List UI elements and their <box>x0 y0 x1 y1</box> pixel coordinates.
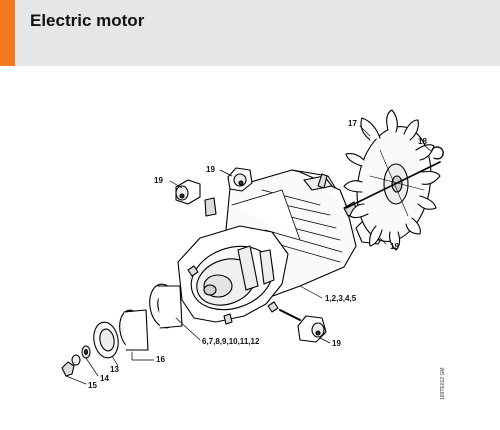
nut <box>61 361 75 377</box>
damper-top <box>227 167 253 192</box>
callout-19-top: 19 <box>206 165 215 174</box>
header-bar: Electric motor <box>0 0 500 66</box>
callout-19-bottom: 19 <box>332 339 341 348</box>
brand-accent-bar <box>0 0 15 66</box>
callout-1-5: 1,2,3,4,5 <box>325 294 357 303</box>
exploded-parts-diagram <box>61 109 444 385</box>
damper-bottom <box>297 315 327 343</box>
callout-6-12: 6,7,8,9,10,11,12 <box>202 337 260 346</box>
drawing-code: 169TE012 GM <box>440 367 446 400</box>
shaft-nut <box>71 354 81 366</box>
callout-18: 18 <box>418 137 427 146</box>
cooling-fan <box>343 109 441 251</box>
callout-14: 14 <box>100 374 109 383</box>
callout-16: 16 <box>156 355 165 364</box>
callout-19-left: 19 <box>154 176 163 185</box>
seal-ring <box>93 321 119 359</box>
bearing-flange <box>149 283 183 329</box>
page-title: Electric motor <box>30 11 145 30</box>
callout-15: 15 <box>88 381 97 390</box>
motor-housing <box>177 169 358 325</box>
callout-19-right: 19 <box>390 242 399 251</box>
callout-13: 13 <box>110 365 119 374</box>
callout-17: 17 <box>348 119 357 128</box>
damper-left <box>175 179 201 205</box>
circlip <box>431 146 444 160</box>
bearing <box>119 309 149 351</box>
